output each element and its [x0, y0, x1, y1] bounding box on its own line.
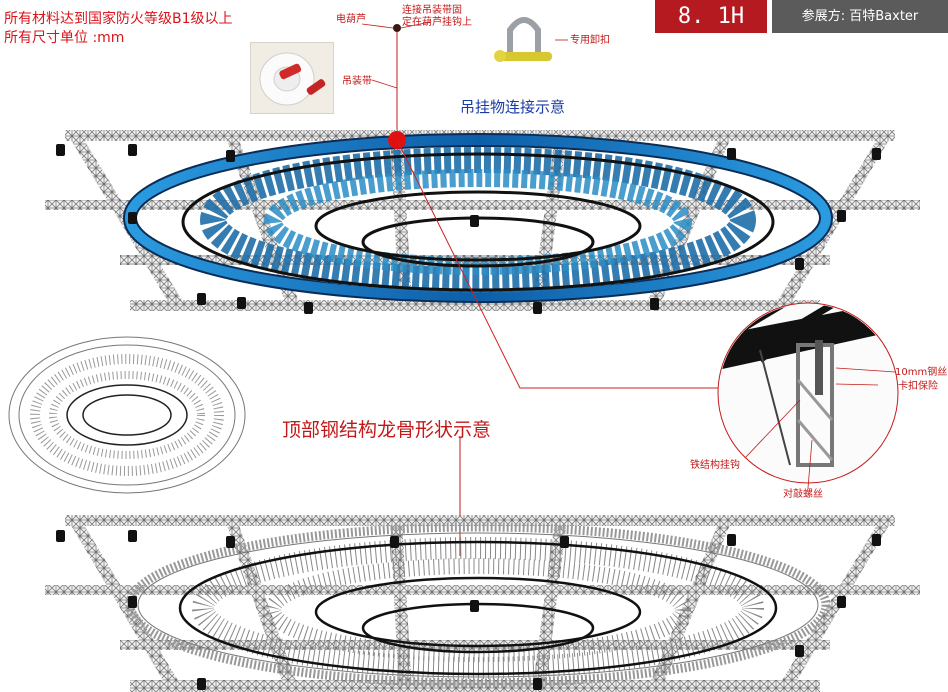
sling-roll-illustration — [259, 52, 326, 106]
hook-label: 铁结构挂钩 — [690, 460, 740, 471]
clip-label: 钢丝卡扣保险 — [878, 381, 938, 392]
sling-connection-label-2: 定在葫芦挂钩上 — [402, 17, 472, 28]
sling-label: 吊装带 — [342, 76, 372, 87]
hoist-icon — [393, 24, 401, 32]
plan-sketch — [8, 336, 246, 494]
turnbuckle-label: 对敲螺丝 — [783, 489, 823, 500]
sling-photo — [250, 42, 334, 114]
wire-label: 10mm钢丝 — [895, 367, 948, 378]
top-truss-grid — [45, 130, 920, 311]
connection-diagram-title: 吊挂物连接示意 — [460, 98, 566, 116]
shackle-icon — [494, 17, 568, 62]
frame-shape-title: 顶部钢结构龙骨形状示意 — [282, 419, 492, 441]
unit-note: 所有尺寸单位 :mm — [4, 30, 125, 46]
exhibitor-label: 参展方: 百特Baxter — [772, 0, 948, 33]
hall-badge: 8. 1H — [655, 0, 767, 33]
detail-callout — [717, 302, 899, 489]
bottom-truss-grid — [45, 515, 920, 692]
shackle-label: 专用卸扣 — [570, 35, 610, 46]
hang-point-marker — [388, 131, 406, 149]
hoist-label: 电葫芦 — [336, 14, 366, 25]
sling-connection-label: 连接吊装带固 — [402, 5, 462, 16]
fire-rating-note: 所有材料达到国家防火等级B1级以上 — [4, 11, 233, 27]
